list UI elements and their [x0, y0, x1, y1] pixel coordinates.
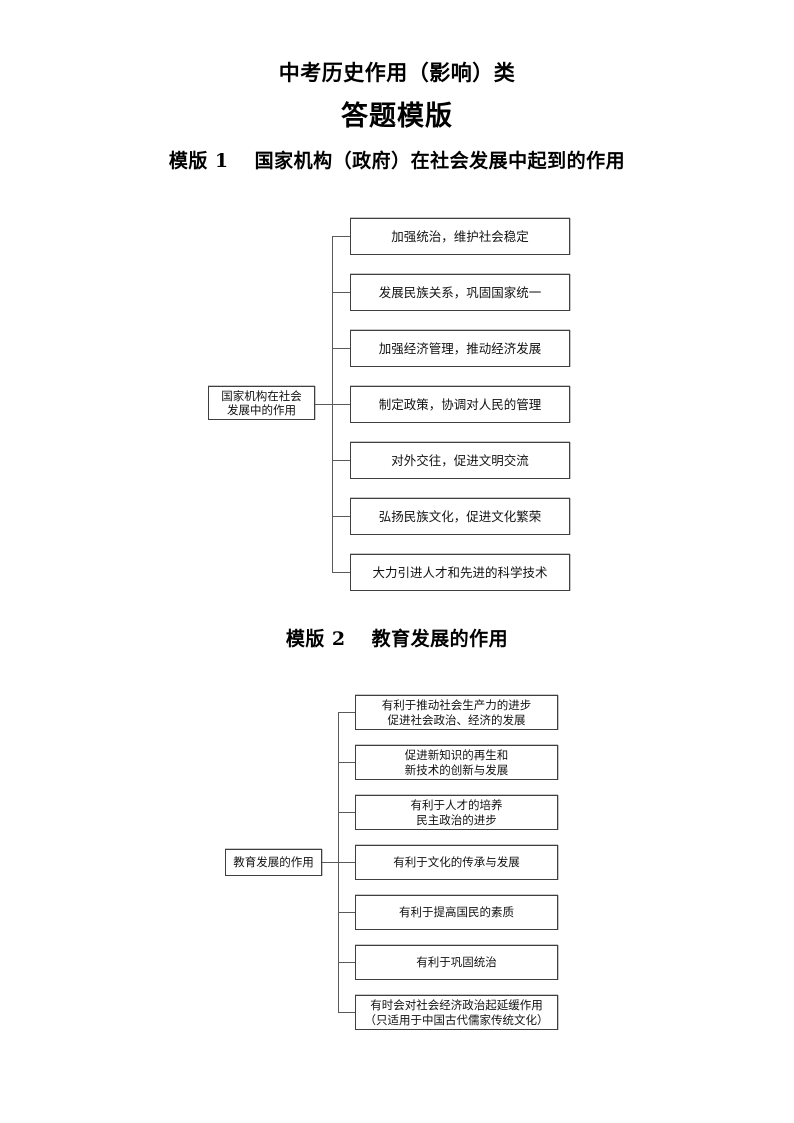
flow-node-2-7-line-2: （只适用于中国古代儒家传统文化）: [364, 1012, 549, 1027]
flow-root-1-line-1: 国家机构在社会: [221, 388, 302, 403]
flow-node-1-3-line-1: 加强经济管理，推动经济发展: [378, 340, 542, 356]
flow-node-2-6-line-1: 有利于巩固统治: [416, 955, 497, 970]
flow-node-1-5[interactable]: 对外交往，促进文明交流: [350, 442, 570, 479]
flow-stub-2-6: [338, 962, 355, 963]
section-heading-2: 模版 2 教育发展的作用: [0, 628, 794, 651]
flow-node-2-2-line-2: 新技术的创新与发展: [404, 762, 509, 777]
flow-node-2-1-line-2: 促进社会政治、经济的发展: [387, 712, 526, 727]
flow-node-1-4-line-1: 制定政策，协调对人民的管理: [378, 396, 542, 412]
flow-node-2-3-line-2: 民主政治的进步: [416, 812, 497, 827]
flow-stub-1-2: [332, 292, 350, 293]
flow-node-2-2[interactable]: 促进新知识的再生和 新技术的创新与发展: [355, 745, 558, 780]
flow-node-2-7[interactable]: 有时会对社会经济政治起延缓作用 （只适用于中国古代儒家传统文化）: [355, 995, 558, 1030]
flow-node-1-7-line-1: 大力引进人才和先进的科学技术: [372, 564, 548, 580]
flow-root-1[interactable]: 国家机构在社会 发展中的作用: [208, 386, 315, 420]
flow-node-1-1-line-1: 加强统治，维护社会稳定: [391, 228, 529, 244]
flow-node-1-2[interactable]: 发展民族关系，巩固国家统一: [350, 274, 570, 311]
flow-stub-2-5: [338, 912, 355, 913]
flow-stub-2-4: [338, 862, 355, 863]
flow-node-1-6[interactable]: 弘扬民族文化，促进文化繁荣: [350, 498, 570, 535]
flow-node-2-5[interactable]: 有利于提高国民的素质: [355, 895, 558, 930]
flow-node-2-6[interactable]: 有利于巩固统治: [355, 945, 558, 980]
flow-stub-1-6: [332, 516, 350, 517]
flow-stub-2-7: [338, 1012, 355, 1013]
flow-stub-2-3: [338, 812, 355, 813]
flow-node-1-5-line-1: 对外交往，促进文明交流: [391, 452, 529, 468]
flow-root-2-line-1: 教育发展的作用: [233, 855, 314, 870]
flow-node-1-4[interactable]: 制定政策，协调对人民的管理: [350, 386, 570, 423]
section-1-label: 模版 1: [168, 150, 229, 172]
flow-node-2-1-line-1: 有利于推动社会生产力的进步: [381, 698, 532, 713]
section-2-label: 模版 2: [285, 628, 346, 650]
page-subtitle: 答题模版: [341, 101, 453, 132]
flow-stub-1-3: [332, 348, 350, 349]
flow-node-1-3[interactable]: 加强经济管理，推动经济发展: [350, 330, 570, 367]
flow-stub-1-1: [332, 236, 350, 237]
flow-stub-2-2: [338, 762, 355, 763]
section-1-title: 国家机构（政府）在社会发展中起到的作用: [254, 150, 626, 172]
flow-node-2-1[interactable]: 有利于推动社会生产力的进步 促进社会政治、经济的发展: [355, 695, 558, 730]
flow-node-2-7-line-1: 有时会对社会经济政治起延缓作用: [370, 998, 543, 1013]
flowchart-government-roles: 加强统治，维护社会稳定 发展民族关系，巩固国家统一 加强经济管理，推动经济发展 …: [208, 218, 580, 598]
flow-node-2-2-line-1: 促进新知识的再生和: [404, 748, 509, 763]
flow-node-1-6-line-1: 弘扬民族文化，促进文化繁荣: [378, 508, 542, 524]
flow-node-1-2-line-1: 发展民族关系，巩固国家统一: [378, 284, 542, 300]
section-2-title: 教育发展的作用: [371, 628, 509, 650]
flow-node-2-3[interactable]: 有利于人才的培养 民主政治的进步: [355, 795, 558, 830]
flow-node-2-5-line-1: 有利于提高国民的素质: [399, 905, 514, 920]
flow-node-2-4[interactable]: 有利于文化的传承与发展: [355, 845, 558, 880]
flow-node-2-3-line-1: 有利于人才的培养: [410, 798, 503, 813]
flow-root-link-2: [322, 862, 338, 863]
flow-node-1-7[interactable]: 大力引进人才和先进的科学技术: [350, 554, 570, 591]
flow-node-1-1[interactable]: 加强统治，维护社会稳定: [350, 218, 570, 255]
section-heading-1: 模版 1 国家机构（政府）在社会发展中起到的作用: [0, 150, 794, 173]
flow-stub-1-7: [332, 572, 350, 573]
flow-root-link-1: [315, 404, 332, 405]
flow-stub-1-5: [332, 460, 350, 461]
flowchart-education-roles: 有利于推动社会生产力的进步 促进社会政治、经济的发展 促进新知识的再生和 新技术…: [225, 695, 565, 1035]
flow-node-2-4-line-1: 有利于文化的传承与发展: [393, 855, 520, 870]
flow-stub-1-4: [332, 404, 350, 405]
flow-stub-2-1: [338, 712, 355, 713]
page-title: 中考历史作用（影响）类: [278, 60, 516, 85]
flow-root-2[interactable]: 教育发展的作用: [225, 849, 322, 876]
flow-root-1-line-2: 发展中的作用: [227, 403, 296, 417]
